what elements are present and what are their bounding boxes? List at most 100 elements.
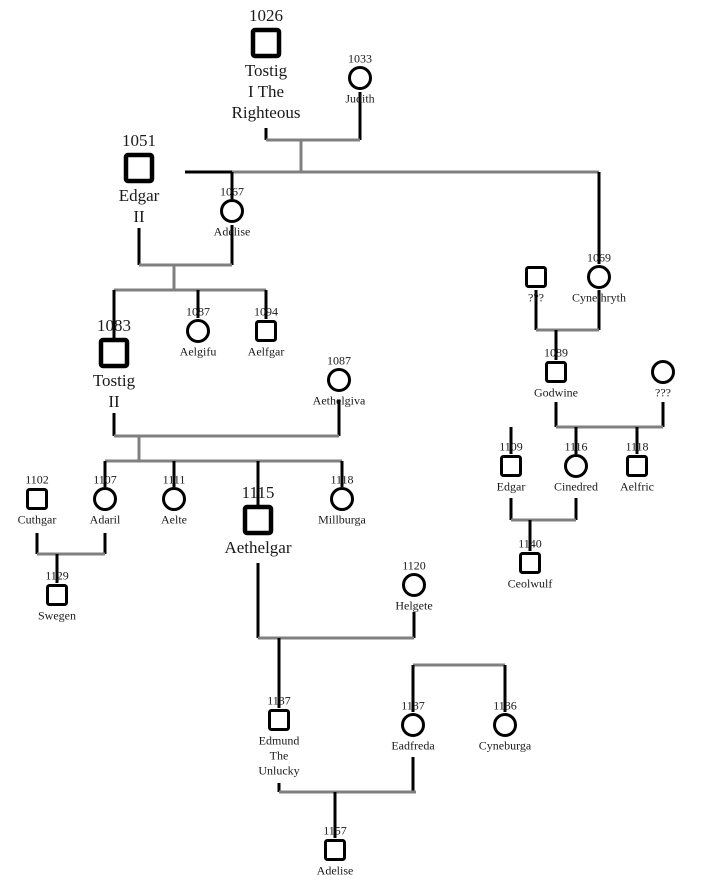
person-node-unknown-f[interactable]: ??? (651, 360, 675, 400)
male-square-icon (545, 361, 567, 383)
birth-year: 1087 (327, 354, 351, 368)
birth-year: 1157 (323, 824, 347, 838)
birth-year: 1026 (249, 6, 283, 25)
male-square-icon (242, 504, 274, 536)
birth-year: 1107 (93, 473, 117, 487)
person-name: Aelfric (620, 480, 654, 494)
person-name: Adelise (317, 864, 354, 878)
male-square-icon (324, 839, 346, 861)
male-square-icon (519, 552, 541, 574)
female-circle-icon (401, 713, 425, 737)
person-name: Edmund (259, 734, 300, 748)
male-square-icon (250, 27, 282, 59)
male-square-icon (255, 320, 277, 342)
birth-year: 1069 (587, 251, 611, 265)
person-name: Godwine (534, 386, 578, 400)
birth-year: 1111 (163, 473, 186, 487)
female-circle-icon (220, 199, 244, 223)
person-name: ??? (528, 291, 544, 305)
male-square-icon (525, 266, 547, 288)
birth-year: 1118 (625, 440, 648, 454)
male-square-icon (123, 152, 155, 184)
person-name: Millburga (318, 513, 366, 527)
birth-year: 1102 (25, 473, 49, 487)
person-name: Aethelgiva (313, 394, 366, 408)
birth-year: 1120 (402, 559, 426, 573)
female-circle-icon (587, 265, 611, 289)
male-square-icon (500, 455, 522, 477)
person-name: Tostig (93, 371, 136, 390)
male-square-icon (46, 584, 68, 606)
person-name: Swegen (38, 609, 76, 623)
female-circle-icon (493, 713, 517, 737)
female-circle-icon (348, 66, 372, 90)
person-name: Judith (345, 92, 374, 106)
birth-year: 1129 (45, 569, 69, 583)
person-name: Adelise (214, 225, 251, 239)
birth-year: 1116 (564, 440, 587, 454)
birth-year: 1033 (348, 52, 372, 66)
person-name: The (270, 749, 289, 763)
male-square-icon (268, 709, 290, 731)
person-name: Aelfgar (248, 345, 285, 359)
birth-year: 1140 (518, 537, 542, 551)
person-node-unknown-m[interactable]: ??? (525, 266, 547, 305)
female-circle-icon (327, 368, 351, 392)
person-name: Aelte (161, 513, 187, 527)
birth-year: 1089 (544, 346, 568, 360)
female-circle-icon (402, 573, 426, 597)
female-circle-icon (651, 360, 675, 384)
person-name: Cinedred (554, 480, 598, 494)
person-name: Edgar (497, 480, 526, 494)
birth-year: 1083 (97, 316, 131, 335)
birth-year: 1115 (242, 483, 275, 502)
birth-year: 1067 (220, 185, 244, 199)
person-name: Adaril (90, 513, 121, 527)
birth-year: 1094 (254, 305, 278, 319)
person-name: Unlucky (258, 764, 299, 778)
male-square-icon (98, 337, 130, 369)
person-name: II (108, 392, 120, 411)
female-circle-icon (162, 487, 186, 511)
male-square-icon (626, 455, 648, 477)
birth-year: 1109 (499, 440, 523, 454)
birth-year: 1118 (330, 473, 353, 487)
person-name: Cuthgar (18, 513, 57, 527)
person-name: Eadfreda (391, 739, 435, 753)
person-name: Ceolwulf (508, 577, 553, 591)
birth-year: 1137 (401, 699, 425, 713)
person-name: Cyneburga (479, 739, 532, 753)
person-name: Edgar (119, 186, 160, 205)
person-name: Aethelgar (224, 538, 291, 557)
birth-year: 1051 (122, 131, 156, 150)
person-name: Righteous (232, 103, 301, 122)
female-circle-icon (564, 454, 588, 478)
female-circle-icon (186, 319, 210, 343)
